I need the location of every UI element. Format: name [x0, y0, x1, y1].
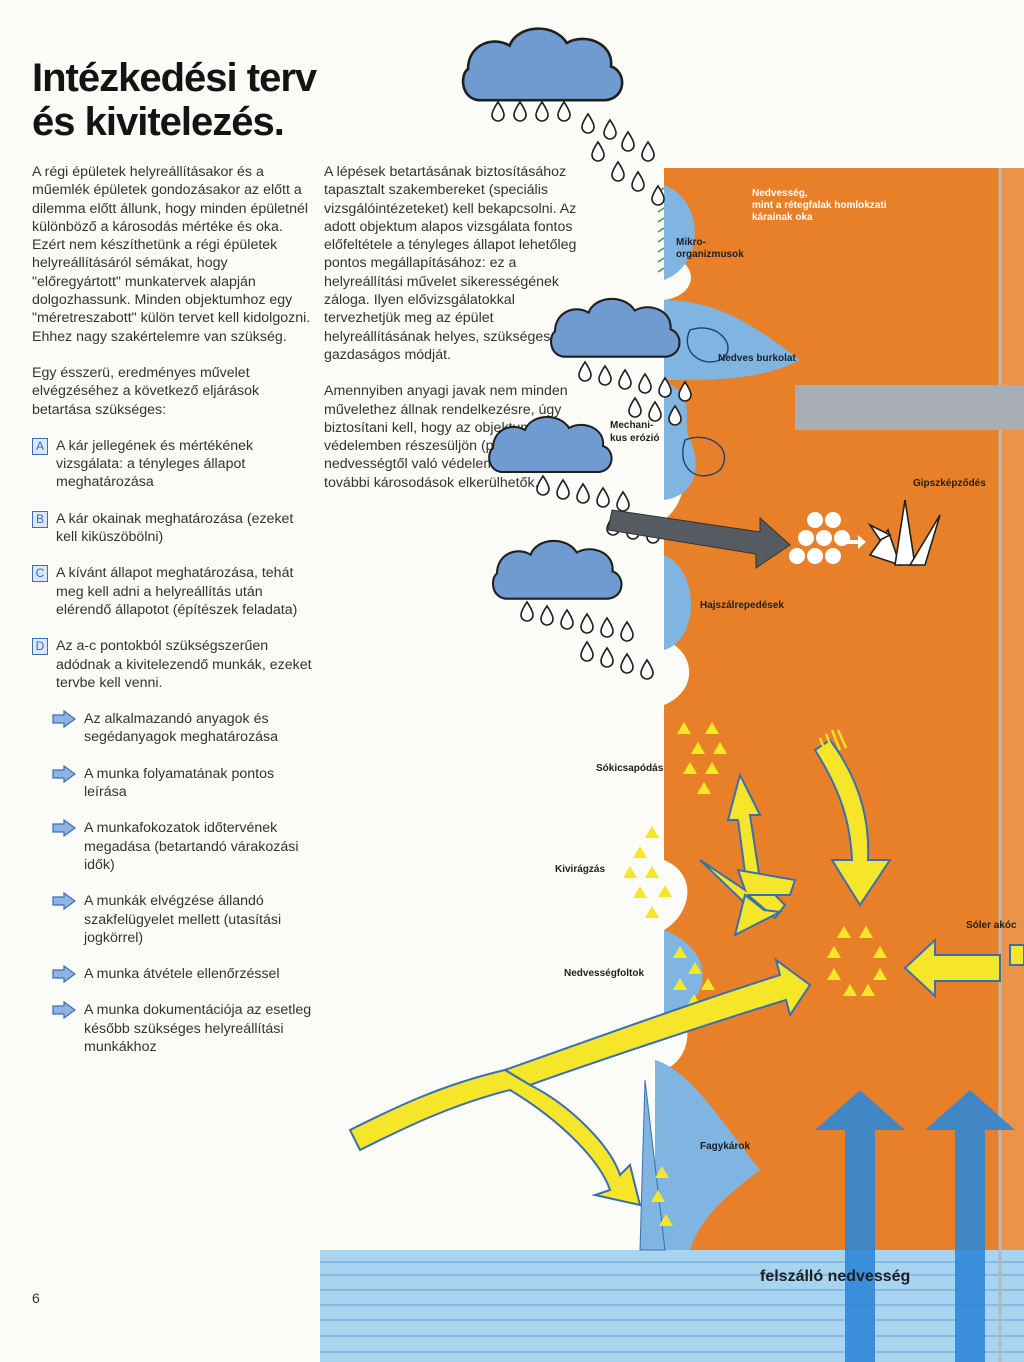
intro-paragraph: A régi épületek helyreállításakor és a m… — [32, 164, 311, 345]
arrow-right-icon — [52, 710, 76, 729]
label-hairline-cracks: Hajszálrepedések — [700, 600, 784, 611]
arrow-right-icon — [52, 1001, 76, 1020]
wet-plaster-zone — [664, 300, 800, 380]
label-damp-patches: Nedvességfoltok — [564, 968, 644, 979]
page-number: 6 — [32, 1290, 40, 1306]
arrow-right-icon — [52, 892, 76, 911]
label-rising-damp: felszálló nedvesség — [760, 1268, 910, 1285]
step-text: A kívánt állapot meghatározása, tehát me… — [56, 565, 298, 618]
gypsum-crystal-icon — [867, 499, 941, 567]
substep-list: Az alkalmazandó anyagok és segédanyagok … — [52, 710, 314, 1056]
rain-cloud-1 — [461, 27, 665, 206]
label-mechanical-erosion: Mechani-kus erózió — [610, 420, 659, 444]
gypsum-particles — [789, 512, 850, 564]
middle-text-column: A lépések betartásának biztosításához ta… — [324, 163, 586, 510]
gypsum-arrow — [607, 509, 791, 569]
substep-item: A munkafokozatok időtervének megadása (b… — [52, 819, 314, 874]
step-letter-box: C — [32, 565, 48, 583]
grey-beam — [795, 385, 1024, 430]
substep-item: A munka dokumentációja az esetleg később… — [52, 1001, 314, 1056]
substep-text: A munka átvétele ellenőrzéssel — [84, 966, 280, 983]
protection-paragraph: Amennyiben anyagi javak nem minden művel… — [324, 383, 572, 491]
arrow-right-icon — [52, 819, 76, 838]
damp-patch-zone — [664, 930, 703, 1025]
left-text-column: A régi épületek helyreállításakor és a m… — [32, 163, 314, 1074]
step-a: A A kár jellegének és mértékének vizsgál… — [32, 437, 314, 492]
label-gypsum: Gipszképződés — [913, 478, 986, 489]
label-salt-precipitation: Sókicsapódás — [596, 763, 664, 774]
rain-cloud-4 — [491, 539, 654, 680]
substep-item: A munka átvétele ellenőrzéssel — [52, 965, 314, 984]
substep-item: A munkák elvégzése állandó szakfelügyele… — [52, 892, 314, 947]
label-frost-damage: Fagykárok — [700, 1141, 750, 1152]
substep-text: A munkák elvégzése állandó szakfelügyele… — [84, 893, 282, 946]
step-b: B A kár okainak meghatározása (ezeket ke… — [32, 510, 314, 547]
step-letter-box: B — [32, 510, 48, 528]
step-list: A A kár jellegének és mértékének vizsgál… — [32, 437, 314, 692]
moisture-flow-arrows — [348, 738, 1024, 1207]
arrow-right-icon — [52, 965, 76, 984]
substep-item: Az alkalmazandó anyagok és segédanyagok … — [52, 710, 314, 747]
frost-damage-zone — [655, 1060, 760, 1250]
label-wet-plaster: Nedves burkolat — [718, 353, 796, 364]
step-text: Az a-c pontokból szükségszerűen adódnak … — [56, 638, 312, 691]
step-c: C A kívánt állapot meghatározása, tehát … — [32, 564, 314, 619]
arrow-right-icon — [52, 764, 76, 783]
substep-text: A munka dokumentációja az esetleg később… — [84, 1002, 312, 1055]
procedure-intro: Egy ésszerü, eredményes művelet elvégzés… — [32, 364, 260, 418]
water-surface — [320, 1250, 1024, 1362]
step-text: A kár jellegének és mértékének vizsgálat… — [56, 437, 254, 491]
label-microorganisms: Mikro-organizmusok — [676, 237, 744, 260]
step-letter-box: A — [32, 437, 48, 455]
step-text: A kár okainak meghatározása (ezeket kell… — [56, 510, 294, 546]
substep-item: A munka folyamatának pontos leírása — [52, 764, 314, 802]
specialists-paragraph: A lépések betartásának biztosításához ta… — [324, 164, 577, 363]
title-line-1: Intézkedési terv — [32, 56, 317, 100]
step-d: D Az a-c pontokból szükségszerűen adódna… — [32, 637, 314, 692]
label-salt-transport: Sóler akóc — [966, 920, 1017, 931]
substep-text: Az alkalmazandó anyagok és segédanyagok … — [84, 711, 279, 746]
rising-damp-arrows — [815, 1090, 1015, 1362]
substep-text: A munka folyamatának pontos leírása — [84, 765, 275, 801]
substep-text: A munkafokozatok időtervének megadása (b… — [84, 820, 299, 873]
page-title: Intézkedési terv és kivitelezés. — [32, 56, 317, 144]
microorganism-zone — [664, 185, 695, 280]
label-efflorescence: Kivirágzás — [555, 864, 605, 875]
step-letter-box: D — [32, 638, 48, 656]
title-line-2: és kivitelezés. — [32, 100, 285, 144]
hairline-crack-zone — [664, 555, 691, 650]
